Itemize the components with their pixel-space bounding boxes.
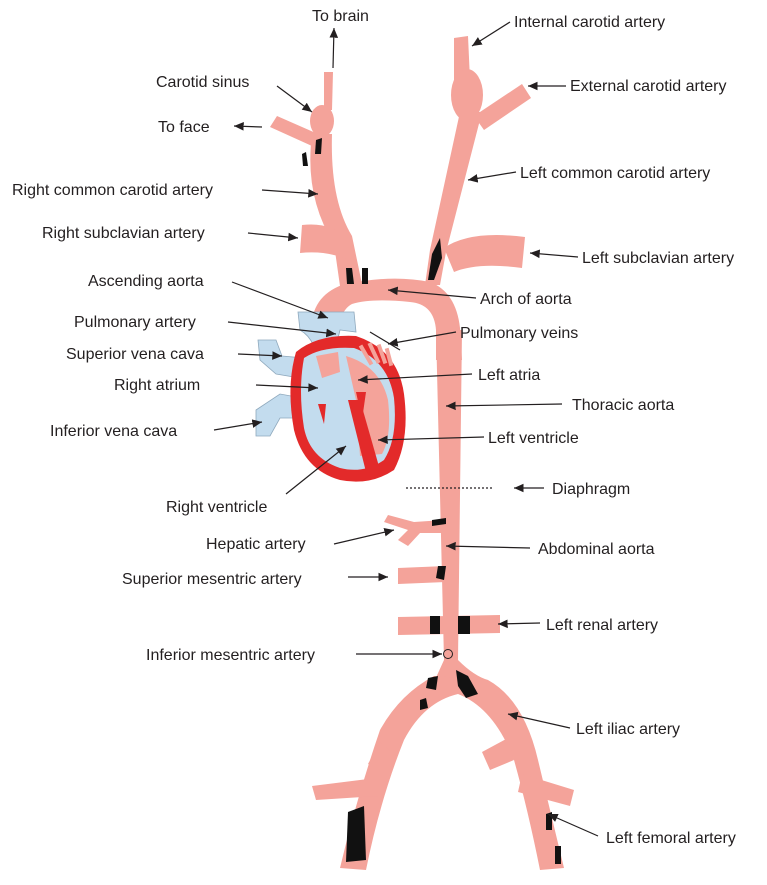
plaque-right-carotid-1	[302, 152, 308, 166]
label-left-subclavian: Left subclavian artery	[582, 250, 734, 267]
label-to-brain: To brain	[312, 8, 369, 25]
label-superior-vena-cava: Superior vena cava	[66, 346, 204, 363]
plaque-renal-2	[458, 616, 470, 634]
label-pulmonary-veins: Pulmonary veins	[460, 325, 578, 342]
label-left-femoral: Left femoral artery	[606, 830, 736, 847]
label-superior-mesentric: Superior mesentric artery	[122, 571, 302, 588]
left-internal-iliac-stub	[482, 738, 514, 770]
renal-branch	[398, 615, 500, 635]
right-internal-carotid	[324, 72, 333, 110]
plaque-renal-1	[430, 616, 440, 634]
label-thoracic-aorta: Thoracic aorta	[572, 397, 674, 414]
plaque-arch-2	[362, 268, 368, 284]
label-right-atrium: Right atrium	[114, 377, 200, 394]
label-right-subclavian: Right subclavian artery	[42, 225, 205, 242]
iliac-bifurcation	[340, 676, 564, 870]
label-internal-carotid: Internal carotid artery	[514, 14, 665, 31]
label-arch-of-aorta: Arch of aorta	[480, 291, 572, 308]
heart	[256, 312, 406, 482]
label-abdominal-aorta: Abdominal aorta	[538, 541, 655, 558]
label-right-common-carotid: Right common carotid artery	[12, 182, 213, 199]
label-left-atria: Left atria	[478, 367, 540, 384]
label-left-iliac: Left iliac artery	[576, 721, 680, 738]
plaque-carotid-sinus	[315, 138, 322, 154]
label-ascending-aorta: Ascending aorta	[88, 273, 204, 290]
label-left-renal: Left renal artery	[546, 617, 658, 634]
label-diaphragm: Diaphragm	[552, 481, 630, 498]
label-carotid-sinus: Carotid sinus	[156, 74, 249, 91]
label-right-ventricle: Right ventricle	[166, 499, 267, 516]
left-subclavian	[444, 235, 525, 272]
label-external-carotid: External carotid artery	[570, 78, 727, 95]
plaque-right-femoral	[346, 806, 366, 862]
plaque-left-femoral-2	[555, 846, 561, 864]
label-to-face: To face	[158, 119, 210, 136]
plaque-bifurcation-1	[426, 676, 438, 690]
right-common-carotid	[310, 134, 362, 286]
label-left-ventricle: Left ventricle	[488, 430, 579, 447]
label-hepatic-artery: Hepatic artery	[206, 536, 306, 553]
label-inferior-mesentric: Inferior mesentric artery	[146, 647, 315, 664]
label-pulmonary-artery: Pulmonary artery	[74, 314, 196, 331]
label-inferior-vena-cava: Inferior vena cava	[50, 423, 177, 440]
label-left-common-carotid: Left common carotid artery	[520, 165, 710, 182]
